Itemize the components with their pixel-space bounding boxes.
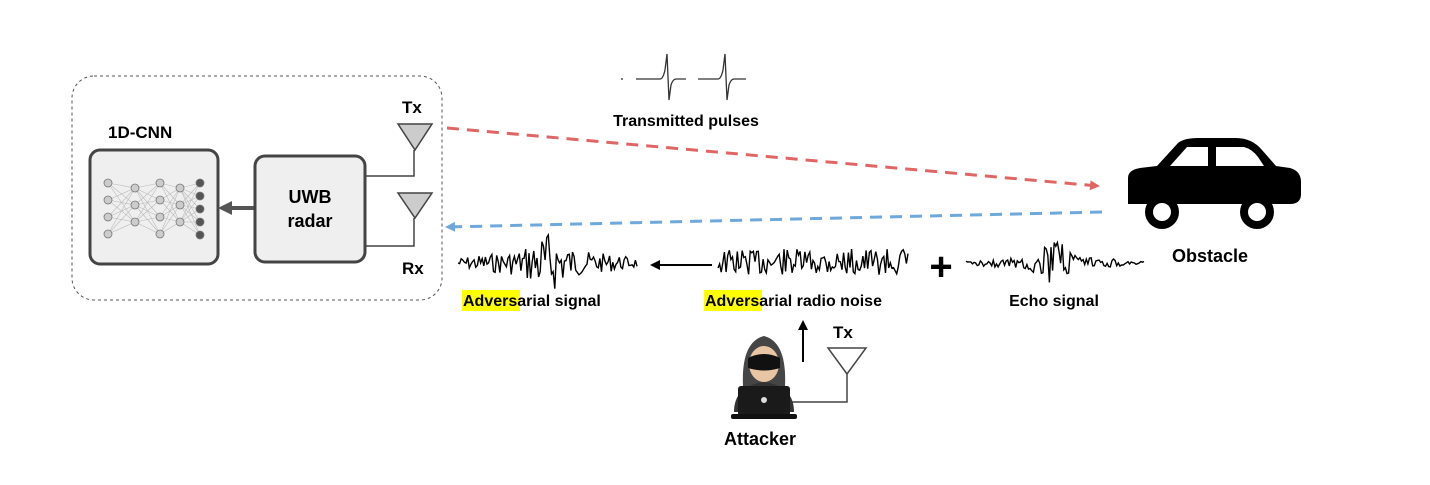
- attacker-label: Attacker: [724, 429, 796, 449]
- tx-label: Tx: [402, 98, 422, 117]
- car-icon: [1128, 138, 1301, 229]
- attacker-tx-label: Tx: [833, 323, 853, 342]
- adversarial-signal-label: Adversarial signal: [463, 293, 601, 310]
- adversarial-signal-waveform: [457, 232, 638, 289]
- cnn-label: 1D-CNN: [108, 123, 172, 142]
- hacker-icon: [731, 336, 797, 419]
- transmitted-pulses-icon: [621, 53, 746, 101]
- adversarial-noise-label: Adversarial radio noise: [705, 293, 882, 310]
- transmit-arrow: [446, 126, 1100, 191]
- adversarial-noise-waveform: [717, 248, 909, 276]
- obstacle-label: Obstacle: [1172, 246, 1248, 266]
- tx-antenna-icon: [396, 123, 434, 152]
- echo-signal-waveform: [965, 240, 1145, 283]
- attacker-antenna-icon: [826, 347, 868, 376]
- plus-sign: +: [929, 245, 952, 289]
- tx-wire: [365, 150, 415, 177]
- adv-signal-highlight: [462, 290, 520, 311]
- rx-wire: [365, 218, 415, 247]
- echo-signal-label: Echo signal: [1009, 293, 1099, 310]
- uwb-radar-box: [253, 154, 367, 264]
- neural-network-icon: [103, 178, 205, 240]
- receive-arrow: [445, 210, 1103, 232]
- system-boundary: [71, 75, 443, 301]
- rx-antenna-icon: [396, 192, 434, 220]
- uwb-radar-label-line2: radar: [287, 211, 332, 231]
- adv-noise-highlight: [704, 290, 762, 311]
- attacker-wire: [790, 374, 848, 403]
- rx-label: Rx: [402, 259, 424, 278]
- uwb-radar-label-line1: UWB: [289, 187, 332, 207]
- transmitted-pulses-label: Transmitted pulses: [613, 113, 759, 130]
